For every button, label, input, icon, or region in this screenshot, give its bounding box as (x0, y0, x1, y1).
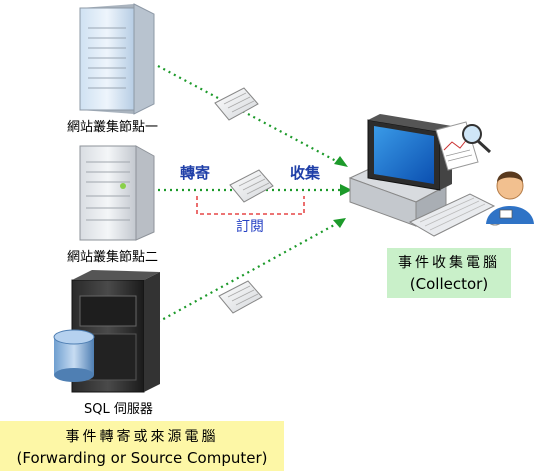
server2-icon (79, 145, 155, 241)
sql-server-label: SQL 伺服器 (84, 402, 153, 417)
subscribe-line (196, 196, 305, 215)
user-icon (486, 171, 534, 224)
collector-caption: 事件收集電腦 (Collector) (387, 248, 511, 298)
document-icon-2 (229, 169, 274, 203)
arrowhead-3 (333, 218, 346, 228)
source-title: 事件轉寄或來源電腦 (65, 429, 219, 445)
arrow-from-sql (157, 223, 337, 323)
document-icon-1 (214, 87, 259, 121)
collector-subtitle: (Collector) (409, 275, 489, 293)
arrow-from-server1 (157, 65, 339, 163)
server1-label: 網站叢集節點一 (67, 120, 159, 135)
subscribe-label: 訂閱 (236, 219, 264, 235)
server2-label: 網站叢集節點二 (67, 250, 159, 265)
arrow-heads (333, 156, 352, 228)
collector-title: 事件收集電腦 (398, 255, 500, 271)
arrowhead-1 (334, 156, 348, 167)
forward-label: 轉寄 (180, 164, 211, 182)
database-icon (53, 329, 95, 382)
collect-label: 收集 (290, 164, 321, 182)
source-subtitle: (Forwarding or Source Computer) (16, 449, 268, 467)
collector-computer-icon (348, 114, 534, 237)
magnifier-icon (462, 124, 492, 154)
document-icon-3 (218, 280, 263, 314)
source-caption: 事件轉寄或來源電腦 (Forwarding or Source Computer… (0, 421, 284, 471)
arrowhead-2 (340, 184, 352, 196)
server1-icon (79, 3, 155, 115)
sql-server-icon (53, 270, 160, 393)
